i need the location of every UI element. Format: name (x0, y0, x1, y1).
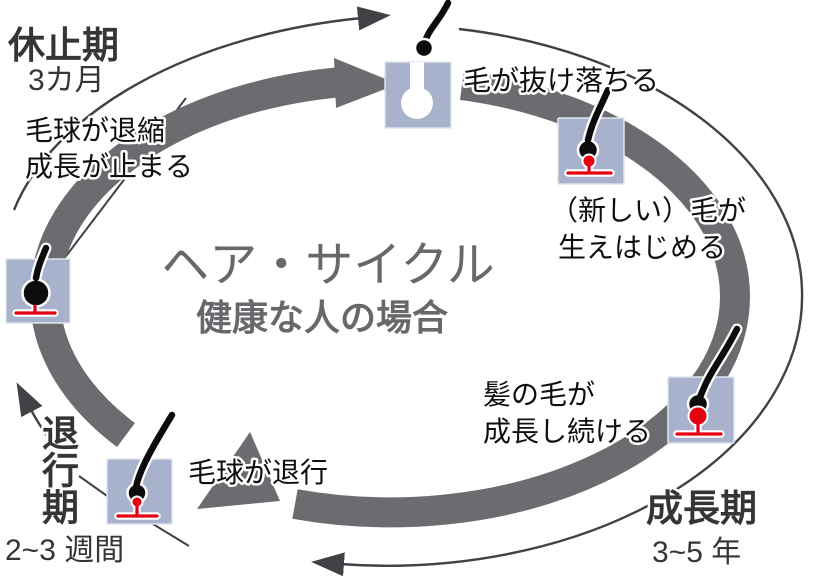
phase-duration-telogen: 3カ月 (28, 64, 105, 97)
new-hair-strand (584, 86, 612, 144)
phase-name-catagen: 退行期 (37, 414, 80, 525)
cycle-band-left (29, 67, 344, 448)
thin-arrow-left (16, 382, 49, 438)
note-anagen-line2: 成長し続ける (483, 416, 651, 448)
note-telogen-line1: 毛球が退縮 (25, 115, 165, 147)
thin-arrow-top (12, 6, 391, 211)
leader-catagen-duration (147, 520, 190, 547)
phase-duration-catagen: 2~3 週間 (5, 534, 124, 567)
papilla-line (116, 504, 159, 518)
note-shedding: 毛が抜け落ちる (463, 65, 659, 97)
follicle-icon-anagen (667, 323, 743, 444)
phase-duration-anagen: 3~5 年 (652, 536, 741, 569)
note-telogen-line2: 成長が止まる (25, 151, 193, 183)
follicle-icon-catagen (106, 409, 178, 525)
cycle-band-arrowhead-top (334, 58, 398, 108)
note-anagen-line1: 髪の毛が (483, 379, 595, 411)
papilla-line (675, 422, 723, 436)
leader-catagen-label (78, 475, 111, 499)
follicle-icon-new-hair (557, 84, 625, 185)
follicle-icon-telogen (5, 242, 71, 324)
empty-follicle-bulb (401, 87, 433, 119)
diagram-subtitle: 健康な人の場合 (196, 297, 448, 338)
shed-hair-bulb (413, 37, 435, 59)
papilla-line (14, 304, 57, 315)
note-catagen: 毛球が退行 (188, 457, 328, 489)
phase-name-anagen: 成長期 (646, 488, 757, 529)
papilla-line (566, 156, 613, 175)
cycle-band-arrowhead-bottom (197, 432, 280, 509)
telogen-club-bulb (21, 278, 51, 308)
diagram-title: ヘア・サイクル (161, 239, 495, 292)
note-new-hair-line2: 生えはじめる (558, 232, 726, 264)
outer-cycle-arrows (12, 6, 804, 577)
follicle-icon-shedding (384, 0, 454, 129)
thin-arrow-bottom (311, 27, 804, 577)
anagen-hair-strand (694, 325, 741, 409)
telogen-hair-strand (32, 244, 50, 282)
phase-name-telogen: 休止期 (7, 25, 119, 66)
shed-hair-strand (421, 0, 452, 46)
note-new-hair-line1: （新しい）毛が (550, 195, 746, 227)
catagen-hair-strand (132, 411, 176, 493)
